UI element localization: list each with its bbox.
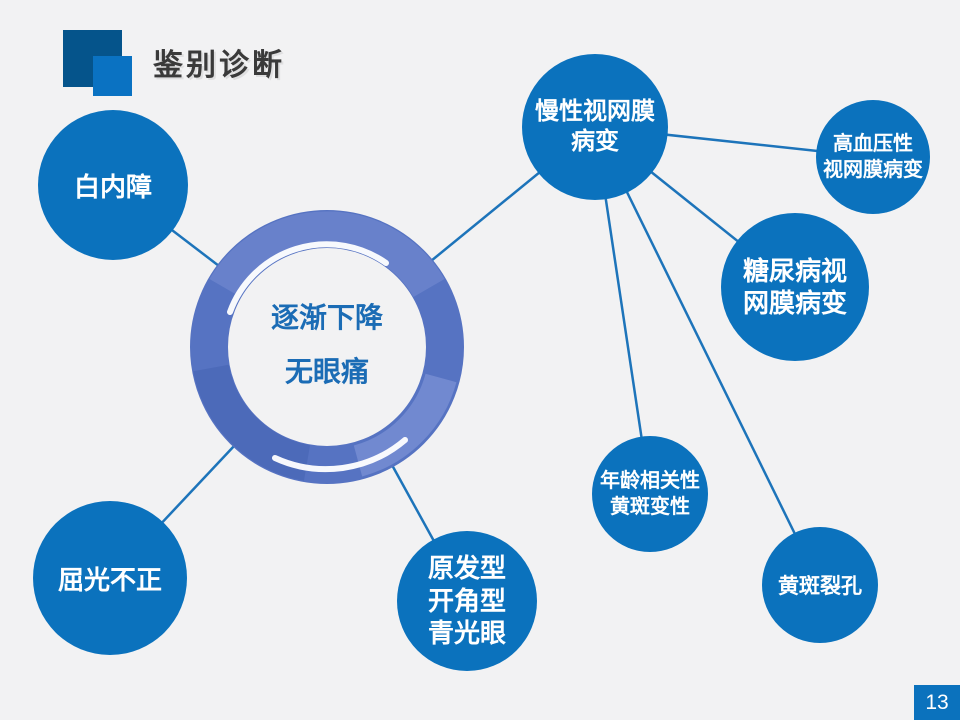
node-macular-hole: 黄斑裂孔 bbox=[762, 527, 878, 643]
node-primary-open-angle-glaucoma: 原发型 开角型 青光眼 bbox=[397, 531, 537, 671]
center-ring-icon bbox=[190, 210, 464, 484]
node-label: 黄斑裂孔 bbox=[778, 575, 862, 598]
node-label: 糖尿病视 网膜病变 bbox=[742, 255, 847, 319]
node-age-related-macular-degeneration: 年龄相关性 黄斑变性 bbox=[592, 436, 708, 552]
node-refractive-error: 屈光不正 bbox=[33, 501, 187, 655]
node-diabetic-retinopathy: 糖尿病视 网膜病变 bbox=[721, 213, 869, 361]
node-cataract: 白内障 bbox=[38, 110, 188, 260]
node-label: 原发型 开角型 青光眼 bbox=[427, 553, 506, 649]
node-label: 高血压性 视网膜病变 bbox=[823, 133, 923, 181]
title-logo-front-square bbox=[93, 56, 132, 96]
node-label: 屈光不正 bbox=[57, 564, 162, 595]
node-label: 慢性视网膜 病变 bbox=[535, 98, 655, 155]
center-label: 逐渐下降 无眼痛 bbox=[270, 302, 383, 387]
slide-title: 鉴别诊断 bbox=[153, 49, 285, 82]
node-hypertensive-retinopathy: 高血压性 视网膜病变 bbox=[816, 100, 930, 214]
node-label: 年龄相关性 黄斑变性 bbox=[600, 470, 700, 518]
page-number: 13 bbox=[914, 685, 960, 720]
node-chronic-retinopathy: 慢性视网膜 病变 bbox=[522, 54, 668, 200]
node-label: 白内障 bbox=[73, 171, 152, 202]
